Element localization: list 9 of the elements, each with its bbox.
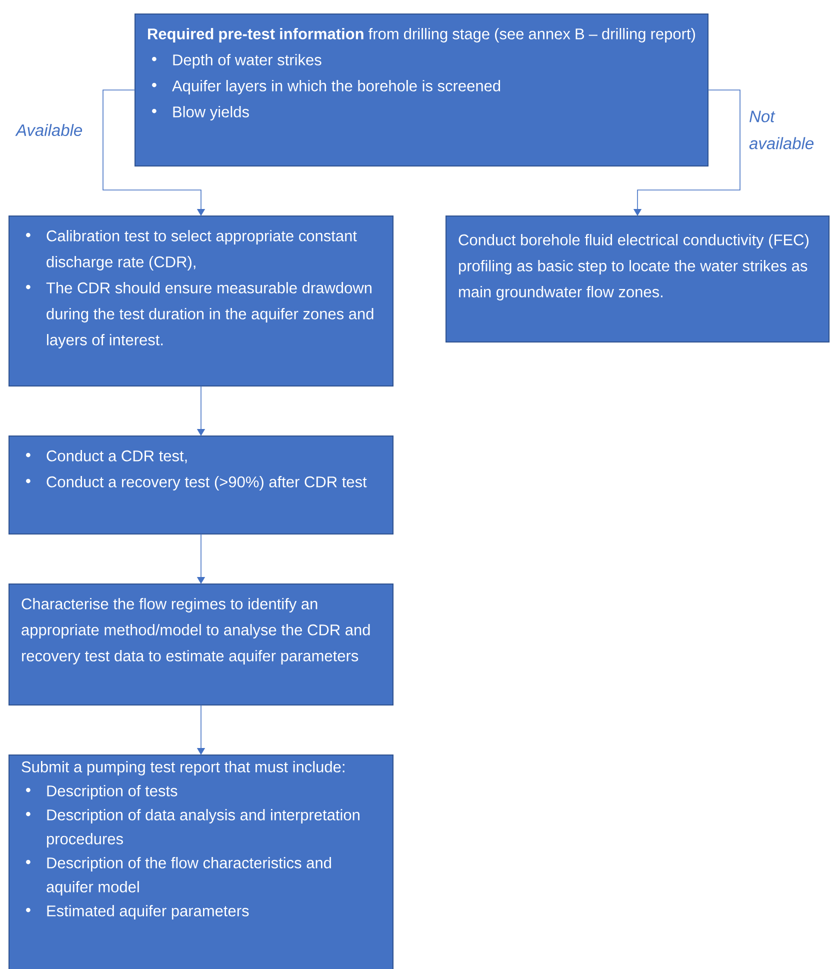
edge-label: Available [15,124,82,136]
arrow [102,90,206,216]
process-box: Submit a pumping test report that must include: Description of tests Description of data analysis and interpretation procedures Description of the flow characteristics and aquifer model Estimated aquifer parameters [8,754,394,969]
process-box: Conduct borehole fluid electrical conductivity (FEC) profiling as basic step to locate the water strikes as main groundwater flow zones. [446,216,830,342]
process-box: Calibration test to select appropriate constant discharge rate (CDR), The CDR should ensure measurable drawdown during the test duration in the aquifer zones and layers of interest. [8,216,394,386]
process-box: Conduct a CDR test, Conduct a recovery test (>90%) after CDR test [8,436,394,534]
edge-label: Not available [749,110,814,150]
process-box: Required pre-test information from drilling stage (see annex B – drilling report) Depth of water strikes Aquifer layers in which the borehole is screened Blow yields [134,14,708,166]
process-box: Characterise the flow regimes to identify an appropriate method/model to analyse the CDR and recovery test data to estimate aquifer parameters [8,584,394,706]
